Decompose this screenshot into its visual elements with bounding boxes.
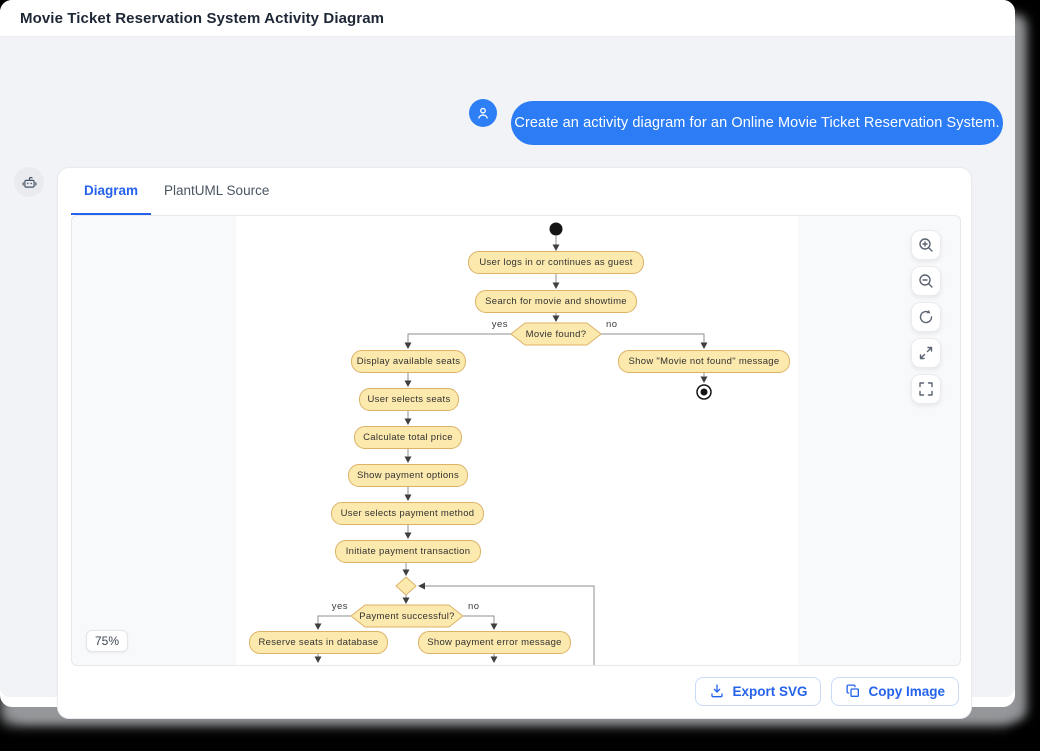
branch-label-no: no xyxy=(468,601,480,612)
activity-display-seats: Display available seats xyxy=(351,350,466,373)
fullscreen-icon xyxy=(919,382,933,396)
branch-label-no: no xyxy=(606,319,618,330)
activity-not-found: Show "Movie not found" message xyxy=(618,350,790,373)
reset-view-button[interactable] xyxy=(911,302,941,332)
expand-button[interactable] xyxy=(911,338,941,368)
robot-icon xyxy=(22,176,36,188)
activity-payment-options: Show payment options xyxy=(348,464,468,487)
copy-image-button[interactable]: Copy Image xyxy=(831,676,959,706)
card-footer: Export SVG Copy Image xyxy=(58,664,971,718)
page-title: Movie Ticket Reservation System Activity… xyxy=(20,9,385,27)
diagram-viewport[interactable]: User logs in or continues as guest Searc… xyxy=(71,215,961,666)
decision-payment-label: Payment successful? xyxy=(359,610,455,622)
diagram-connectors xyxy=(314,222,712,665)
arrowhead xyxy=(552,244,560,251)
download-icon xyxy=(711,684,724,698)
branch-label-yes: yes xyxy=(491,319,508,330)
start-node xyxy=(549,222,563,236)
activity-initiate-payment: Initiate payment transaction xyxy=(335,540,481,563)
branch-label-yes: yes xyxy=(331,601,348,612)
activity-calc-price: Calculate total price xyxy=(354,426,462,449)
zoom-out-icon xyxy=(919,274,933,288)
end-node xyxy=(696,384,712,400)
copy-icon xyxy=(846,684,860,697)
zoom-level-badge: 75% xyxy=(86,630,129,652)
decision-movie-found-shape xyxy=(510,322,602,346)
activity-select-payment: User selects payment method xyxy=(331,502,484,525)
activity-login: User logs in or continues as guest xyxy=(468,251,644,274)
zoom-in-button[interactable] xyxy=(911,230,941,260)
decision-movie-found-label: Movie found? xyxy=(525,328,587,340)
diagram-canvas: User logs in or continues as guest Searc… xyxy=(236,216,798,665)
activity-payment-error: Show payment error message xyxy=(418,631,571,654)
user-message-bubble: Create an activity diagram for an Online… xyxy=(511,101,1003,145)
export-svg-button[interactable]: Export SVG xyxy=(695,676,822,706)
person-icon xyxy=(478,107,488,119)
export-svg-label: Export SVG xyxy=(732,683,808,699)
tab-diagram[interactable]: Diagram xyxy=(71,168,152,215)
copy-image-label: Copy Image xyxy=(868,683,945,699)
fullscreen-button[interactable] xyxy=(911,374,941,404)
app-window: Movie Ticket Reservation System Activity… xyxy=(0,0,1015,719)
merge-diamond xyxy=(395,576,417,596)
activity-reserve-seats: Reserve seats in database xyxy=(249,631,388,654)
zoom-controls xyxy=(911,230,941,404)
chat-content-area: Create an activity diagram for an Online… xyxy=(0,37,1015,719)
zoom-out-button[interactable] xyxy=(911,266,941,296)
user-avatar xyxy=(469,99,497,127)
app-header: Movie Ticket Reservation System Activity… xyxy=(0,0,1015,37)
decision-payment-shape xyxy=(350,604,464,628)
zoom-in-icon xyxy=(919,238,933,252)
reset-view-icon xyxy=(919,309,933,324)
tab-plantuml-source[interactable]: PlantUML Source xyxy=(164,183,270,198)
activity-search: Search for movie and showtime xyxy=(475,290,637,313)
activity-select-seats: User selects seats xyxy=(359,388,459,411)
tab-bar: Diagram PlantUML Source xyxy=(71,168,282,215)
diagram-card: Diagram PlantUML Source xyxy=(57,167,972,719)
assistant-avatar xyxy=(14,167,44,197)
expand-icon xyxy=(919,346,933,360)
